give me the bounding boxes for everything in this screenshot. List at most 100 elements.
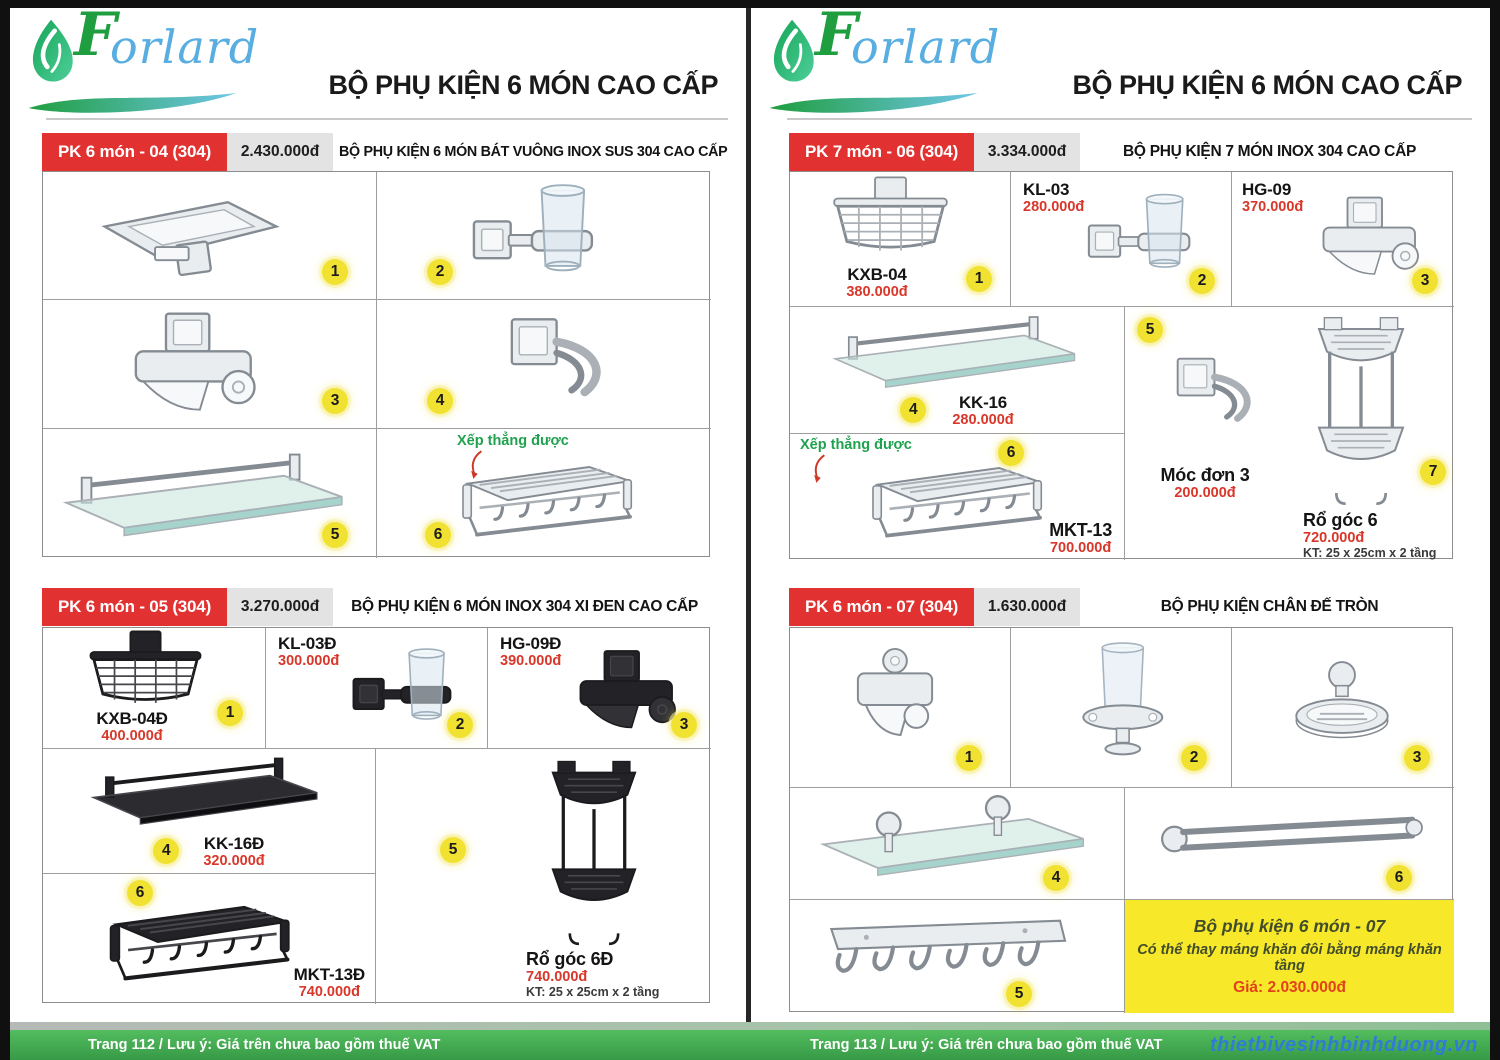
product-price: 370.000đ	[1242, 199, 1304, 216]
product-label: KL-03 280.000đ	[1023, 180, 1084, 215]
catalog-page-left: F orlard BỘ PHỤ KIỆN 6 MÓN CAO CẤP PK 6 …	[10, 8, 746, 1022]
product-cell: 1	[790, 628, 1011, 788]
set-code-badge: PK 6 món - 04 (304)	[42, 133, 228, 171]
product-label: KK-16 280.000đ	[952, 393, 1013, 428]
product-label: MKT-13Đ 740.000đ	[293, 964, 366, 1000]
product-cell: KL-03 280.000đ 2	[1011, 172, 1232, 307]
item-number-badge: 6	[127, 880, 153, 906]
product-price: 320.000đ	[203, 852, 265, 869]
product-code: Rổ góc 6	[1303, 510, 1378, 530]
set-price: 1.630.000đ	[974, 588, 1081, 626]
footer-stripe	[10, 1022, 1490, 1030]
page-title: BỘ PHỤ KIỆN 6 MÓN CAO CẤP	[328, 70, 718, 100]
product-size-note: KT: 25 x 25cm x 2 tầng	[526, 985, 660, 999]
brand-name: orlard	[110, 20, 260, 74]
item-number-badge: 1	[217, 700, 243, 726]
item-number-badge: 2	[1189, 268, 1215, 294]
product-cell: 5	[43, 429, 377, 558]
product-code: KK-16	[958, 392, 1008, 412]
annotation-text: Xếp thẳng được	[457, 433, 569, 449]
glass-shelf-image	[66, 454, 342, 536]
section-header: PK 6 món - 04 (304) 2.430.000đ BỘ PHỤ KI…	[42, 133, 728, 171]
product-grid: 1 2 3 4 6 5	[789, 627, 1454, 1013]
catalog-page-right: F orlard BỘ PHỤ KIỆN 6 MÓN CAO CẤP PK 7 …	[751, 8, 1490, 1022]
wire-basket-image	[90, 631, 201, 703]
product-grid: 1 2 3 4 5 Xếp thẳng được	[42, 171, 711, 558]
double-towel-bar-image	[1162, 819, 1422, 852]
product-price: 380.000đ	[846, 283, 908, 300]
info-box-line: Có thể thay máng khăn đôi bằng máng khăn…	[1137, 942, 1442, 974]
product-label: HG-09 370.000đ	[1242, 180, 1303, 215]
product-label: Rổ góc 6Đ 740.000đ KT: 25 x 25cm x 2 tần…	[526, 949, 659, 999]
brand-logo: F orlard	[22, 8, 258, 116]
footer-bar: Trang 112 / Lưu ý: Giá trên chưa bao gồm…	[10, 1030, 1490, 1060]
annotation: Xếp thẳng được	[800, 436, 912, 484]
product-price: 280.000đ	[952, 411, 1014, 428]
product-code: MKT-13	[1049, 519, 1112, 540]
product-label: MKT-13 700.000đ	[1049, 520, 1112, 556]
footer-note-left: Trang 112 / Lưu ý: Giá trên chưa bao gồm…	[88, 1037, 441, 1053]
set-title: BỘ PHỤ KIỆN 6 MÓN BÁT VUÔNG INOX SUS 304…	[339, 144, 728, 160]
info-box-title: Bộ phụ kiện 6 món - 07	[1193, 916, 1386, 936]
product-code: KL-03	[1023, 180, 1070, 199]
website-link[interactable]: thietbivesinhbinhduong.vn	[1209, 1034, 1478, 1056]
product-cell: 4	[377, 300, 711, 429]
product-label: HG-09Đ 390.000đ	[500, 634, 561, 669]
product-cell: Xếp thẳng được 6 MKT-13 700.000đ	[790, 434, 1125, 560]
item-number-badge: 6	[1386, 865, 1412, 891]
product-label: Rổ góc 6 720.000đ KT: 25 x 25cm x 2 tầng	[1303, 510, 1436, 560]
product-label: Móc đơn 3 200.000đ	[1130, 465, 1280, 501]
set-title: BỘ PHỤ KIỆN CHÂN ĐẾ TRÒN	[1160, 598, 1379, 615]
item-number-badge: 2	[1181, 745, 1207, 771]
product-code: Móc đơn 3	[1160, 465, 1250, 485]
set-price: 3.270.000đ	[227, 588, 334, 626]
item-number-badge: 6	[998, 440, 1024, 466]
item-number-badge: 7	[1420, 459, 1446, 485]
product-cell: Xếp thẳng được 6	[377, 429, 711, 558]
product-price: 740.000đ	[298, 983, 360, 1000]
round-cup-holder-image	[1082, 642, 1164, 756]
soap-dish-image	[104, 202, 277, 276]
round-soap-dish-image	[1296, 662, 1388, 738]
swoosh-icon	[28, 93, 237, 113]
header-divider	[46, 118, 728, 120]
product-label: KXB-04Đ 400.000đ	[57, 709, 207, 744]
item-number-badge: 1	[956, 745, 982, 771]
product-price: 400.000đ	[101, 727, 163, 744]
product-code: KK-16Đ	[203, 833, 265, 853]
item-number-badge: 4	[427, 388, 453, 414]
brand-initial: F	[815, 0, 858, 70]
product-label: KL-03Đ 300.000đ	[278, 634, 339, 669]
set-title: BỘ PHỤ KIỆN 6 MÓN INOX 304 XI ĐEN CAO CẤ…	[351, 598, 698, 615]
item-number-badge: 4	[1043, 865, 1069, 891]
item-number-badge: 2	[447, 712, 473, 738]
annotation-text: Xếp thẳng được	[800, 437, 912, 453]
item-number-badge: 2	[427, 259, 453, 285]
swoosh-icon	[769, 93, 978, 113]
product-cell: 6 MKT-13Đ 740.000đ	[43, 874, 376, 1004]
product-price: 700.000đ	[1049, 539, 1112, 556]
product-size-note: KT: 25 x 25cm x 2 tầng	[1303, 546, 1437, 561]
product-price: 280.000đ	[1023, 199, 1085, 216]
brand-initial: F	[74, 0, 117, 70]
item-number-badge: 5	[1006, 981, 1032, 1007]
product-grid: KXB-04Đ 400.000đ 1 KL-03Đ 300.000đ 2 HG-…	[42, 627, 711, 1004]
product-cell: KXB-04 380.000đ 1	[790, 172, 1011, 307]
product-code: KXB-04Đ	[96, 708, 168, 728]
info-box-price: Giá: 2.030.000đ	[1233, 979, 1346, 996]
product-cell: 5	[790, 900, 1125, 1013]
product-cell: 4 KK-16 280.000đ	[790, 307, 1125, 434]
item-number-badge: 5	[440, 837, 466, 863]
droplet-logo-icon	[22, 16, 80, 90]
item-number-badge: 5	[1137, 317, 1163, 343]
item-number-badge: 4	[900, 397, 927, 424]
product-code: MKT-13Đ	[293, 964, 366, 984]
item-number-badge: 4	[153, 838, 180, 865]
product-price: 200.000đ	[1174, 485, 1236, 502]
product-cell: 1	[43, 172, 377, 300]
item-number-badge: 3	[1404, 745, 1430, 771]
glass-shelf-image	[93, 758, 317, 825]
item-number-badge: 3	[671, 712, 697, 738]
set-price: 2.430.000đ	[227, 133, 334, 171]
